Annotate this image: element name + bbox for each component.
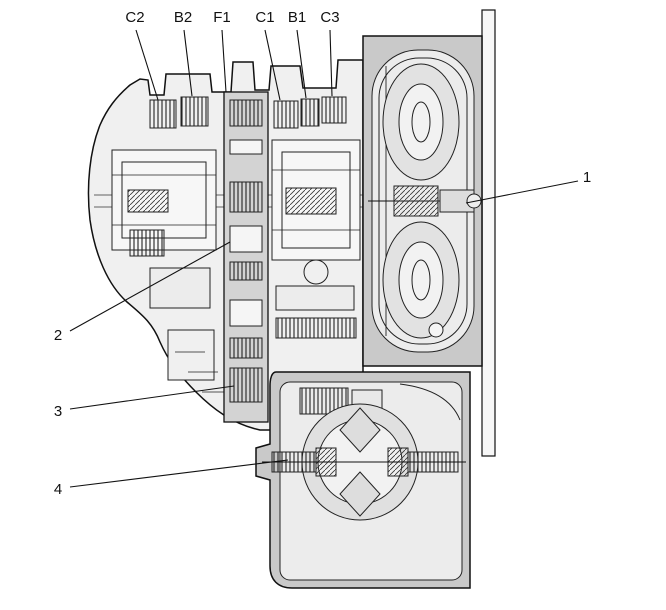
component-label-b1: B1 bbox=[287, 9, 307, 26]
rear-gearset bbox=[271, 139, 361, 339]
callout-3: 3 bbox=[53, 403, 63, 420]
clutch-pack-c3 bbox=[321, 96, 347, 124]
torque-converter-region bbox=[362, 35, 483, 367]
component-label-c3: C3 bbox=[320, 9, 340, 26]
brake-pack-b2 bbox=[180, 96, 209, 127]
differential-region bbox=[255, 371, 471, 589]
clutch-pack-c2 bbox=[149, 99, 177, 129]
component-label-c1: C1 bbox=[255, 9, 275, 26]
front-gearset bbox=[111, 149, 232, 393]
callout-1: 1 bbox=[582, 169, 592, 186]
component-label-b2: B2 bbox=[173, 9, 193, 26]
callout-4: 4 bbox=[53, 481, 63, 498]
component-label-f1: F1 bbox=[213, 9, 231, 26]
callout-2: 2 bbox=[53, 327, 63, 344]
mating-plate bbox=[481, 9, 496, 457]
leader-lines bbox=[69, 29, 579, 488]
counter-drive-band bbox=[223, 91, 269, 423]
clutch-pack-c1 bbox=[273, 100, 299, 129]
component-label-c2: C2 bbox=[125, 9, 145, 26]
brake-pack-b1 bbox=[300, 98, 320, 127]
